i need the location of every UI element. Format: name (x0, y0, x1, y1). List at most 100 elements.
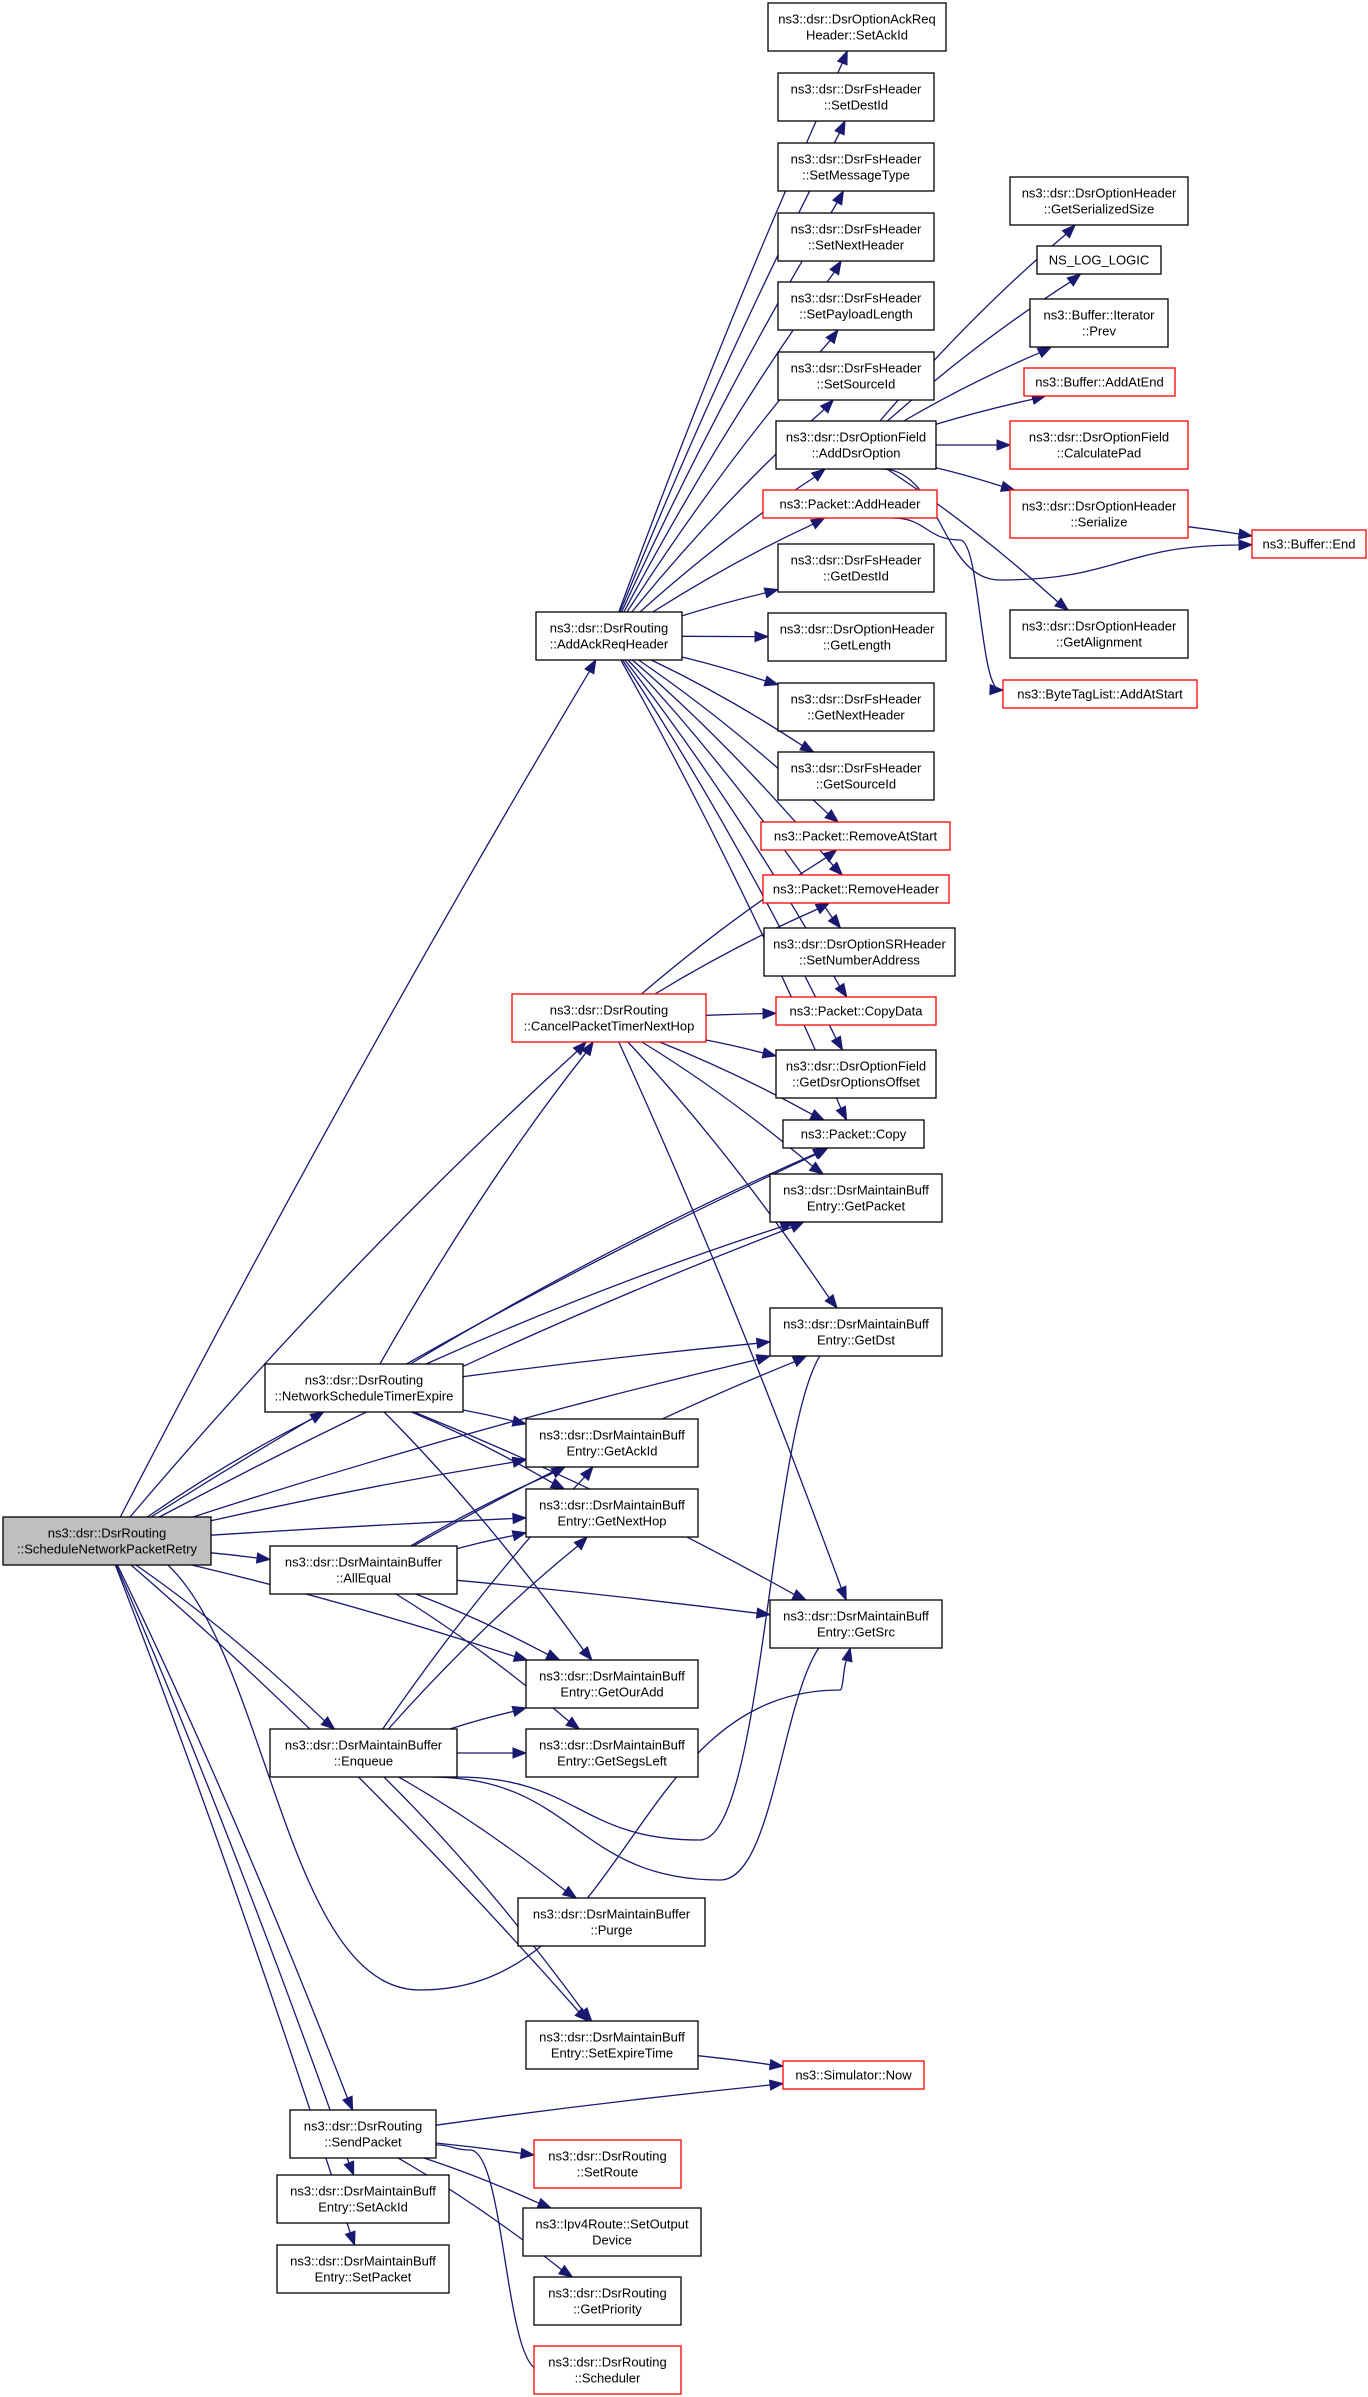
node-setPacket[interactable]: ns3::dsr::DsrMaintainBuffEntry::SetPacke… (276, 2244, 450, 2294)
node-copyData[interactable]: ns3::Packet::CopyData (775, 996, 937, 1026)
edge-line (456, 1534, 514, 1550)
edge-line (618, 62, 843, 613)
call-edge-cancelTimer-to-getDst (627, 1041, 838, 1310)
node-root[interactable]: ns3::dsr::DsrRouting::ScheduleNetworkPac… (2, 1516, 212, 1566)
call-edge-enqueue-to-getOurAdd (449, 1705, 528, 1730)
node-calculatePad[interactable]: ns3::dsr::DsrOptionField::CalculatePad (1009, 420, 1189, 470)
node-serialize[interactable]: ns3::dsr::DsrOptionHeader::Serialize (1009, 489, 1189, 539)
arrowhead-icon (809, 517, 826, 530)
node-getOurAdd[interactable]: ns3::dsr::DsrMaintainBuffEntry::GetOurAd… (525, 1659, 699, 1709)
arrowhead-icon (834, 982, 848, 999)
node-purge[interactable]: ns3::dsr::DsrMaintainBuffer::Purge (517, 1897, 706, 1947)
edge-line (191, 1564, 515, 1658)
node-setMessageType[interactable]: ns3::dsr::DsrFsHeader::SetMessageType (777, 142, 935, 192)
node-scheduler[interactable]: ns3::dsr::DsrRouting::Scheduler (533, 2345, 682, 2395)
call-edge-packetAddHeader-to-addAtStart (892, 517, 1005, 696)
node-setExpireTime[interactable]: ns3::dsr::DsrMaintainBuffEntry::SetExpir… (525, 2020, 699, 2070)
edge-line (411, 1411, 554, 1484)
node-label-line: ns3::dsr::DsrOptionHeader (1022, 619, 1177, 634)
call-edge-addAckReqHeader-to-setDestId (619, 119, 846, 613)
node-removeHeader[interactable]: ns3::Packet::RemoveHeader (762, 874, 950, 904)
arrowhead-icon (572, 1040, 587, 1056)
call-edge-sendPacket-to-simulatorNow (435, 2079, 785, 2126)
node-label-line: ns3::dsr::DsrMaintainBuffer (285, 1555, 443, 1570)
node-getLength[interactable]: ns3::dsr::DsrOptionHeader::GetLength (767, 612, 947, 662)
node-label-line: ns3::dsr::DsrFsHeader (791, 291, 922, 306)
node-getDestId[interactable]: ns3::dsr::DsrFsHeader::GetDestId (777, 543, 935, 593)
node-setSourceId[interactable]: ns3::dsr::DsrFsHeader::SetSourceId (777, 351, 935, 401)
arrowhead-icon (320, 1716, 336, 1730)
node-nsLogLogic[interactable]: NS_LOG_LOGIC (1036, 245, 1162, 275)
node-box (763, 927, 956, 977)
arrowhead-icon (511, 1705, 528, 1718)
node-label-line: ns3::Buffer::Iterator (1043, 308, 1155, 323)
node-getPacket[interactable]: ns3::dsr::DsrMaintainBuffEntry::GetPacke… (769, 1173, 943, 1223)
node-iteratorPrev[interactable]: ns3::Buffer::Iterator::Prev (1029, 298, 1169, 348)
edge-line (462, 1342, 758, 1378)
arrowhead-icon (809, 1109, 826, 1121)
node-addAtStart[interactable]: ns3::ByteTagList::AddAtStart (1002, 679, 1198, 709)
arrowhead-icon (1066, 273, 1082, 287)
node-label-line: ns3::dsr::DsrMaintainBuff (539, 1428, 685, 1443)
node-setRoute[interactable]: ns3::dsr::DsrRouting::SetRoute (533, 2139, 682, 2189)
edge-line (409, 1153, 816, 1365)
call-edge-allEqual-to-getOurAdd (415, 1593, 561, 1661)
node-enqueue[interactable]: ns3::dsr::DsrMaintainBuffer::Enqueue (269, 1728, 458, 1778)
node-label-line: Entry::GetOurAdd (560, 1685, 663, 1700)
node-box (769, 1307, 943, 1357)
node-setPayloadLength[interactable]: ns3::dsr::DsrFsHeader::SetPayloadLength (777, 281, 935, 331)
node-label-line: ns3::dsr::DsrMaintainBuff (290, 2254, 436, 2269)
node-getSourceId[interactable]: ns3::dsr::DsrFsHeader::GetSourceId (777, 751, 935, 801)
arrowhead-icon (512, 1512, 528, 1525)
node-addAckReqHeader[interactable]: ns3::dsr::DsrRouting::AddAckReqHeader (535, 611, 683, 661)
node-getDsrOptionsOffset[interactable]: ns3::dsr::DsrOptionField::GetDsrOptionsO… (775, 1049, 937, 1099)
node-getSegsLeft[interactable]: ns3::dsr::DsrMaintainBuffEntry::GetSegsL… (525, 1728, 699, 1778)
node-sendPacket[interactable]: ns3::dsr::DsrRouting::SendPacket (289, 2109, 437, 2159)
call-edge-root-to-setExpireTime (130, 1564, 589, 2022)
arrowhead-icon (755, 1354, 772, 1366)
node-label-line: ::Purge (591, 1923, 633, 1938)
node-setNextHeader[interactable]: ns3::dsr::DsrFsHeader::SetNextHeader (777, 212, 935, 262)
node-simulatorNow[interactable]: ns3::Simulator::Now (782, 2060, 925, 2090)
call-edge-addAckReqHeader-to-setAckId (618, 49, 848, 613)
arrowhead-icon (511, 1415, 528, 1427)
node-networkTimer[interactable]: ns3::dsr::DsrRouting::NetworkScheduleTim… (264, 1363, 464, 1413)
arrowhead-icon (996, 439, 1012, 451)
arrowhead-icon (1238, 539, 1254, 551)
node-bufferEnd[interactable]: ns3::Buffer::End (1251, 529, 1367, 559)
node-box (525, 1659, 699, 1709)
node-label-line: ns3::dsr::DsrRouting (304, 2119, 423, 2134)
arrowhead-icon (584, 658, 597, 675)
node-packetAddHeader[interactable]: ns3::Packet::AddHeader (762, 489, 938, 519)
call-edge-networkTimer-to-getAckId (462, 1409, 528, 1427)
node-addAtEnd[interactable]: ns3::Buffer::AddAtEnd (1023, 367, 1176, 397)
node-label-line: Entry::GetSrc (817, 1625, 896, 1640)
node-packetCopy[interactable]: ns3::Packet::Copy (782, 1119, 925, 1149)
node-box (782, 1119, 925, 1149)
node-setAckId[interactable]: ns3::dsr::DsrOptionAckReqHeader::SetAckI… (767, 2, 947, 52)
node-addDsrOption[interactable]: ns3::dsr::DsrOptionField::AddDsrOption (775, 420, 937, 470)
node-getSerializedSize[interactable]: ns3::dsr::DsrOptionHeader::GetSerialized… (1009, 176, 1189, 226)
arrowhead-icon (814, 902, 831, 915)
node-label-line: ns3::dsr::DsrRouting (548, 2149, 667, 2164)
node-removeAtStart[interactable]: ns3::Packet::RemoveAtStart (760, 821, 951, 851)
node-setNumberAddress[interactable]: ns3::dsr::DsrOptionSRHeader::SetNumberAd… (763, 927, 956, 977)
node-allEqual[interactable]: ns3::dsr::DsrMaintainBuffer::AllEqual (269, 1545, 458, 1595)
node-getPriority[interactable]: ns3::dsr::DsrRouting::GetPriority (533, 2276, 682, 2326)
node-box (762, 489, 938, 519)
call-edge-addAckReqHeader-to-getNextHeader (681, 656, 780, 687)
node-setDestId[interactable]: ns3::dsr::DsrFsHeader::SetDestId (777, 72, 935, 122)
node-cancelTimer[interactable]: ns3::dsr::DsrRouting::CancelPacketTimerN… (511, 993, 707, 1043)
node-getAlignment[interactable]: ns3::dsr::DsrOptionHeader::GetAlignment (1009, 609, 1189, 659)
arrowhead-icon (989, 683, 1005, 696)
arrowhead-icon (342, 2095, 354, 2112)
node-getNextHop[interactable]: ns3::dsr::DsrMaintainBuffEntry::GetNextH… (525, 1488, 699, 1538)
arrowhead-icon (255, 1552, 272, 1564)
node-getNextHeader[interactable]: ns3::dsr::DsrFsHeader::GetNextHeader (777, 682, 935, 732)
node-label-line: ns3::dsr::DsrRouting (548, 2286, 667, 2301)
